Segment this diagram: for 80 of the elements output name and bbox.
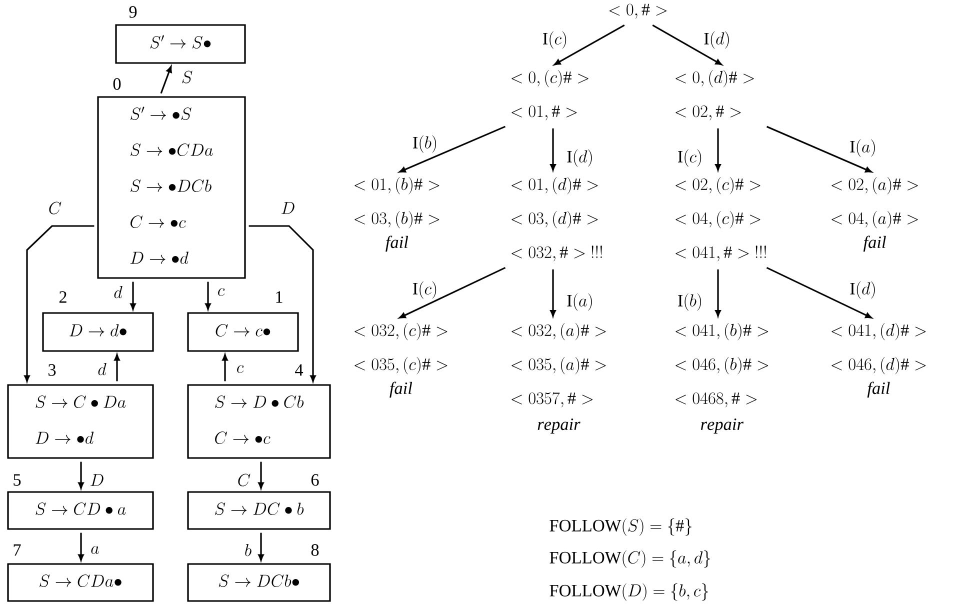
arrow [205,282,211,310]
state-box: $S \to CD \bullet a$ [7,491,154,530]
state-number: 6 [311,474,319,486]
configuration-stack: $<0,(d)\#>$ $<02,\#>$ [676,70,754,120]
node-label: $S \to \bullet CDa$ [130,144,213,156]
state-number: 7 [14,544,21,556]
edge-label: $\mathrm{I}(c)$ [413,281,436,299]
configuration-stack: $<01,(d)\#>$ $<03,(d)\#>$ $<032,\#>\ !!!$ [512,176,602,262]
configuration-stack: $<032,(a)\#>$ $<035,(a)\#>$ $<0357,\#>$ $\mathit{repair}$ [512,322,606,434]
node-label: $C \to \bullet c$ [130,216,186,228]
edge-label: $\mathrm{I}(c)$ [678,149,702,167]
arrow [248,225,316,382]
state-number: 3 [48,364,56,376]
configuration-stack: $<041,(b)\#>$ $<046,(b)\#>$ $<0468,\#>$ $\mathit{repair}$ [676,322,768,434]
configuration-stack: $<02,(a)\#>$ $<04,(a)\#>$ $\mathit{fail}$ [832,176,918,252]
arrow [766,126,872,173]
state-number: 4 [295,364,304,376]
state-box: $S \to D \bullet Cb$ $C \to \bullet c$ [187,384,331,459]
state-box: $S' \to S \bullet$ [115,24,246,64]
edge-label: $D$ [90,474,104,486]
edge-label: $b$ [245,544,252,556]
configuration-stack: $<02,(c)\#>$ $<04,(c)\#>$ $<041,\#>\ !!!$ [676,176,766,262]
configuration-stack: $<032,(c)\#>$ $<035,(c)\#>$ $\mathit{fail}$ [354,322,448,398]
state-box: $D \to d \bullet$ [42,312,154,352]
state-number: 1 [276,291,282,303]
arrow [715,128,721,171]
edge-label: $a$ [91,546,99,554]
arrow [399,126,506,173]
edge-label: $\mathrm{I}(d)$ [850,281,875,299]
state-box: $S \to DCb \bullet$ [187,563,331,602]
arrow [78,462,84,489]
configuration-stack: $<0,(c)\#>$ $<01,\#>$ [512,70,588,120]
arrow [222,354,228,382]
edge-label: $D$ [282,202,294,214]
arrow [258,532,264,561]
configuration-stack: $<0,\#>$ [609,4,667,19]
configuration-stack: $<041,(d)\#>$ $<046,(d)\#>$ $\mathit{fail}$ [832,322,926,398]
arrow [715,269,721,317]
edge-label: $\mathrm{I}(b)$ [678,293,702,311]
edge-label: $C$ [49,202,62,214]
arrow [258,462,264,489]
state-box: $S \to CDa \bullet$ [7,563,154,602]
arrow [78,532,84,561]
node-label: $D \to \bullet d$ [130,252,188,264]
follow-set: $\mathrm{FOLLOW}(C) = \{a, d\}$ [550,550,710,568]
arrow [550,128,556,171]
edge-label: $\mathrm{I}(d)$ [704,31,729,49]
state-number: 5 [14,474,21,486]
arrow [550,269,556,317]
follow-set: $\mathrm{FOLLOW}(S) = \{\#\}$ [550,518,692,536]
state-number: 2 [59,291,66,303]
edge-label: $\mathrm{I}(d)$ [567,149,592,167]
state-number: 8 [311,544,319,556]
edge-label: $S$ [182,70,192,84]
arrow [130,282,136,310]
edge-label: $c$ [218,288,225,296]
arrow [114,354,120,382]
arrow [399,266,506,318]
state-number: 0 [113,78,121,90]
edge-label: $\mathrm{I}(b)$ [413,135,436,153]
node-label: $S' \to \bullet S$ [130,106,192,120]
state-box: $S \to DC \bullet b$ [187,491,331,530]
state-number: 9 [129,6,137,18]
edge-label: $\mathrm{I}(c)$ [543,31,566,49]
arrow [160,66,172,94]
follow-set: $\mathrm{FOLLOW}(D) = \{b, c\}$ [550,583,708,601]
arrow [766,266,872,318]
edge-label: $c$ [237,365,244,373]
edge-label: $\mathrm{I}(a)$ [850,139,875,157]
arrow [554,24,625,66]
arrow [24,225,94,382]
state-box: $S \to C \bullet Da$ $D \to \bullet d$ [7,384,154,459]
edge-label: $\mathrm{I}(a)$ [567,293,592,311]
edge-label: $C$ [238,474,250,486]
state-box: $C \to c \bullet$ [187,312,299,352]
node-label: $S \to \bullet DCb$ [130,180,212,192]
configuration-stack: $<01,(b)\#>$ $<03,(b)\#>$ $\mathit{fail}$ [354,176,440,252]
edge-label: $d$ [98,363,106,376]
edge-label: $d$ [114,286,122,298]
arrow [652,24,722,66]
